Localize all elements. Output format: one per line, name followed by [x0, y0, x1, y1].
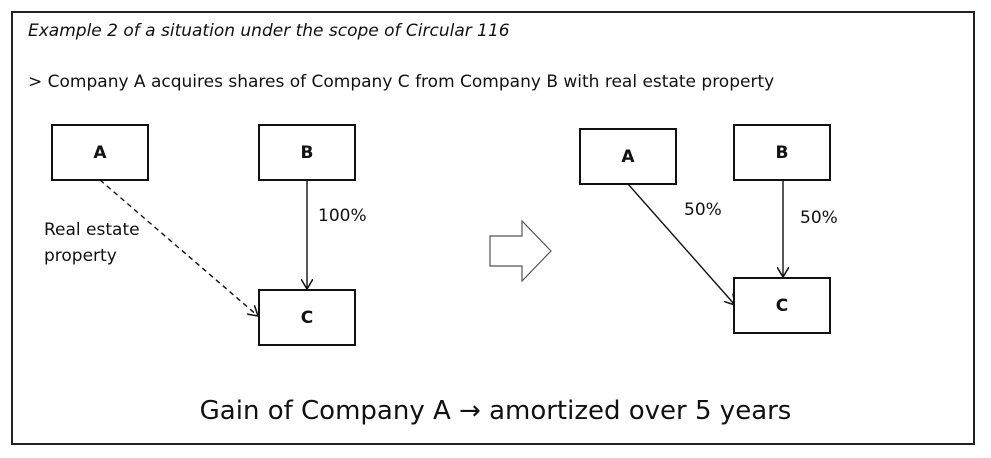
after-box-b: B — [733, 124, 831, 181]
before-box-a: A — [51, 124, 149, 181]
after-ownership-b-c-label: 50% — [800, 208, 838, 228]
before-transfer-label-line2: property — [44, 246, 117, 266]
after-box-a: A — [579, 128, 677, 185]
after-ownership-arrow-a-to-c — [627, 183, 735, 305]
diagram-frame — [11, 11, 975, 445]
conclusion-text: Gain of Company A → amortized over 5 yea… — [199, 396, 792, 426]
before-transfer-arrow-a-to-c — [99, 179, 258, 316]
before-ownership-b-c-label: 100% — [318, 206, 367, 226]
before-transfer-label-line1: Real estate — [44, 220, 140, 240]
before-box-c: C — [258, 289, 356, 346]
after-box-c: C — [733, 277, 831, 334]
after-ownership-a-c-label: 50% — [684, 200, 722, 220]
transition-arrow-icon — [489, 219, 552, 283]
diagram-title: Example 2 of a situation under the scope… — [28, 21, 510, 41]
before-box-b: B — [258, 124, 356, 181]
diagram-subtitle: > Company A acquires shares of Company C… — [28, 72, 775, 92]
